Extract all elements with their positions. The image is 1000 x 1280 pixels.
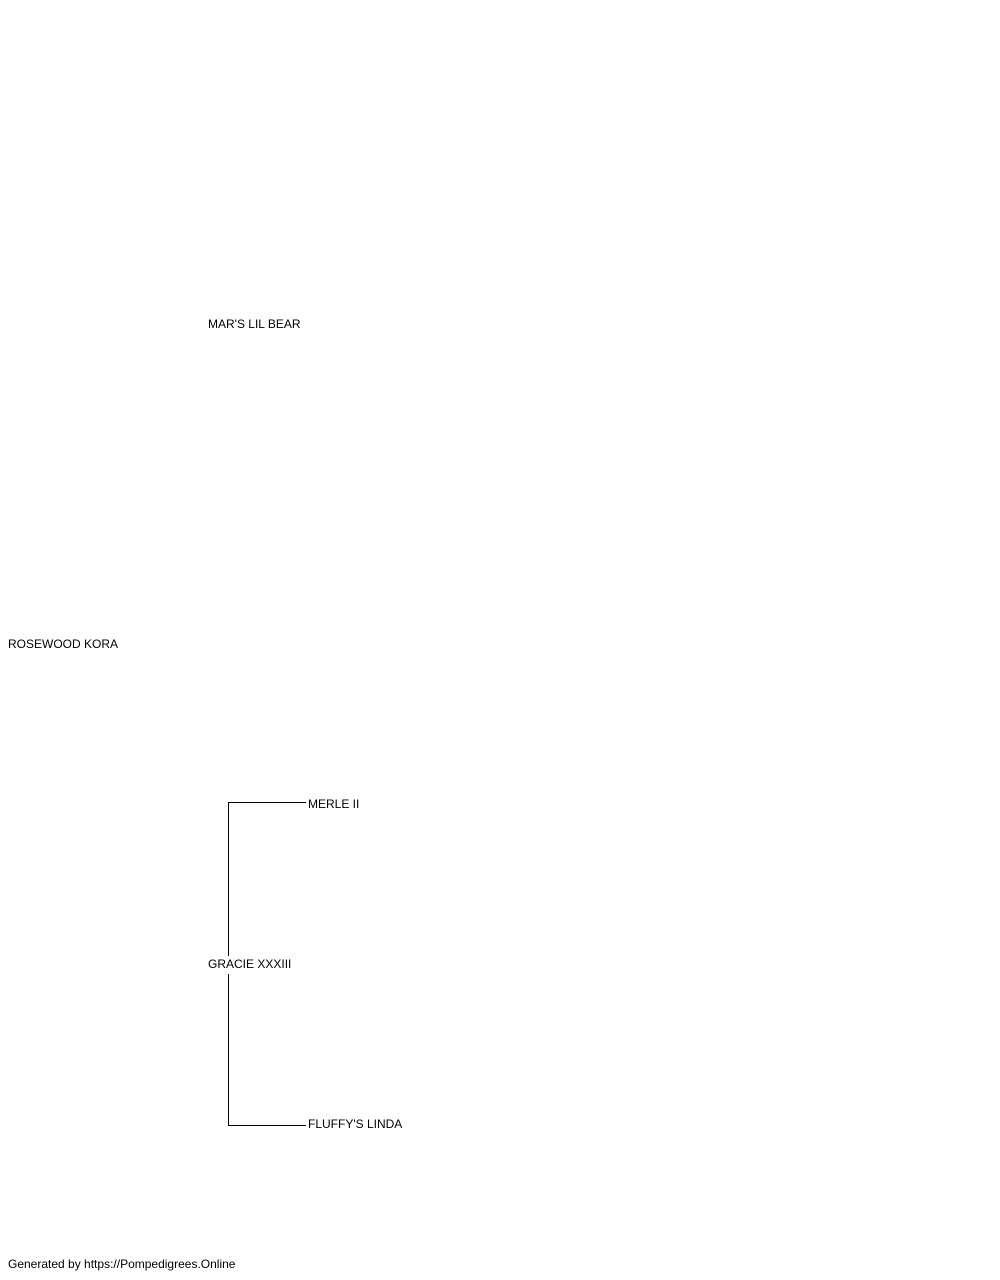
dam-dam-name: FLUFFY'S LINDA bbox=[308, 1117, 403, 1131]
sire-name: MAR'S LIL BEAR bbox=[208, 317, 301, 331]
dam-name: GRACIE XXXIII bbox=[208, 957, 292, 971]
subject-name: ROSEWOOD KORA bbox=[8, 637, 119, 651]
dam-sire-name: MERLE II bbox=[308, 797, 360, 811]
generated-by-footer: Generated by https://Pompedigrees.Online bbox=[8, 1257, 236, 1271]
